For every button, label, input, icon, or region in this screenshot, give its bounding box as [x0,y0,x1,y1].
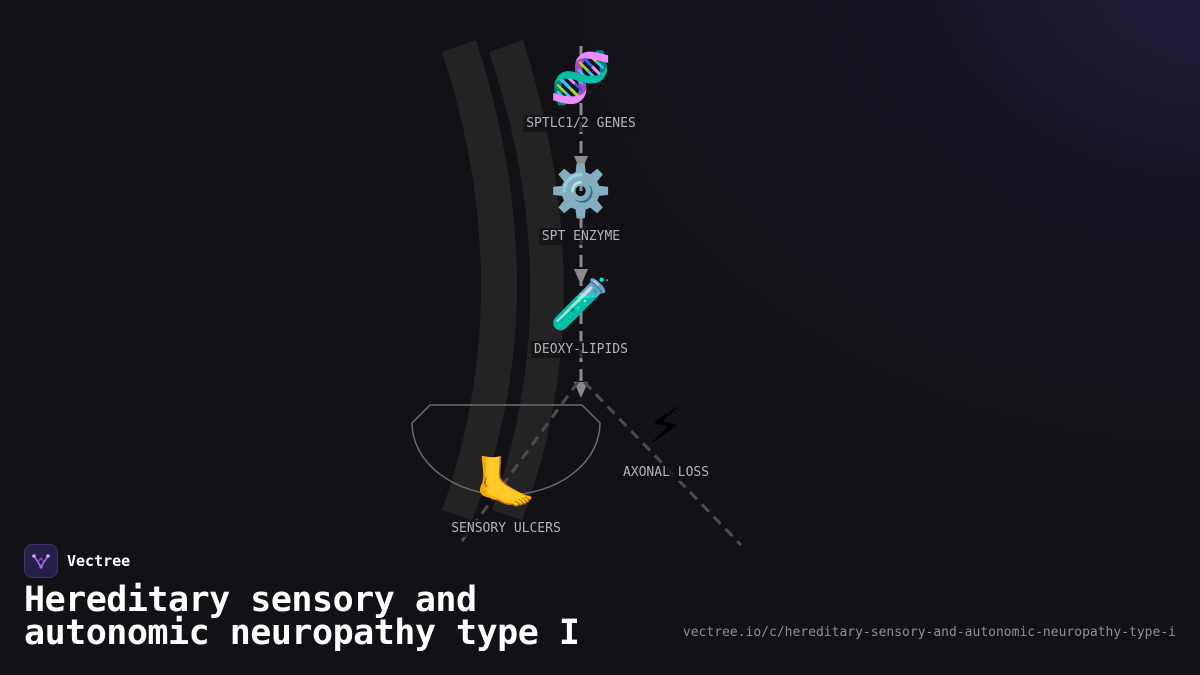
arrow-genes-to-enzyme [574,156,588,172]
test-tube-icon: 🧪 [549,275,613,333]
decorative-band-right [489,40,564,520]
node-label-ulcers: SENSORY ULCERS [448,520,564,537]
arrow-lipids-to-branch [574,382,588,398]
arrow-enzyme-to-lipids [574,269,588,285]
bowl-outline [411,404,601,496]
foot-icon: 🦶 [474,454,538,512]
node-label-genes: SPTLC1/2 GENES [523,115,639,132]
node-label-enzyme: SPT ENZYME [538,228,624,245]
lightning-icon: ⚡ [647,397,683,455]
vectree-logo-icon [24,544,58,578]
dna-icon: 🧬 [549,49,613,107]
node-label-lipids: DEOXY-LIPIDS [531,341,631,358]
branch-to-axonal [582,380,743,547]
page-url[interactable]: vectree.io/c/hereditary-sensory-and-auto… [682,625,1176,640]
brand: Vectree [24,544,130,578]
gear-icon: ⚙️ [549,162,613,220]
brand-name: Vectree [67,552,131,570]
node-label-axonal: AXONAL LOSS [619,464,713,481]
page-title: Hereditary sensory and autonomic neuropa… [24,580,580,653]
decorative-band-left [442,40,518,520]
